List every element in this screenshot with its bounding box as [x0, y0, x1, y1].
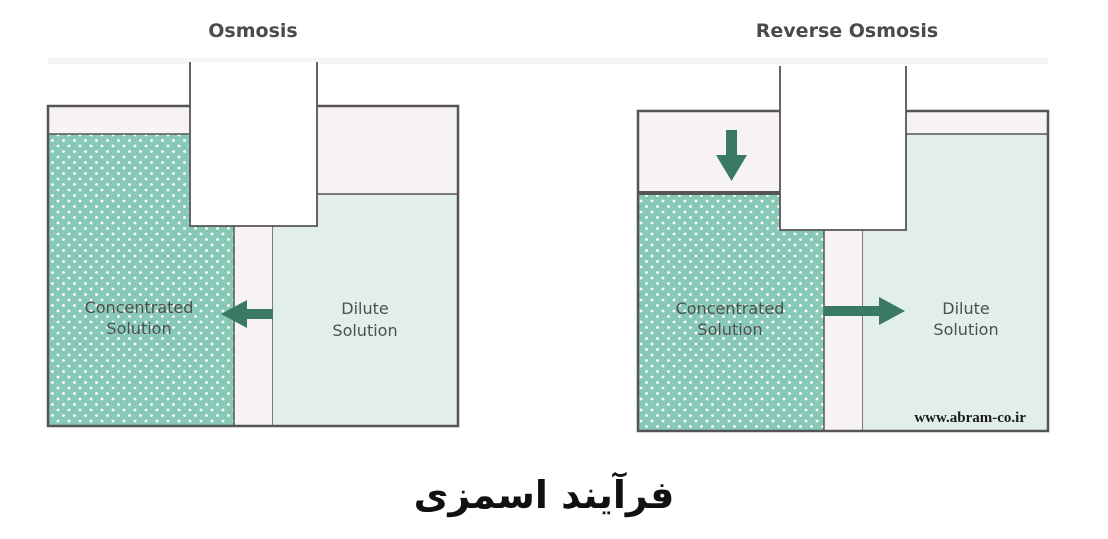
reverse-osmosis-dilute-label-1: Dilute: [942, 299, 989, 318]
reverse-osmosis-concentrated-label-2: Solution: [697, 320, 762, 339]
osmosis-dilute-label-1: Dilute: [341, 299, 388, 318]
reverse-osmosis-concentrated-label-1: Concentrated: [676, 299, 785, 318]
osmosis-panel: Osmosis Concentrated Solution Dilute Sol…: [46, 20, 460, 428]
background-band: [48, 58, 1048, 64]
reverse-osmosis-panel: Reverse Osmosis Concentrated Solution Di…: [636, 20, 1050, 433]
reverse-osmosis-title: Reverse Osmosis: [756, 20, 938, 42]
osmosis-title: Osmosis: [208, 20, 297, 42]
reverse-osmosis-pressure-plate: [638, 191, 824, 195]
osmosis-piston: [190, 62, 317, 226]
diagram-caption: فرآیند اسمزی: [414, 471, 675, 517]
osmosis-concentrated-label-1: Concentrated: [85, 298, 194, 317]
osmosis-dilute-solution: [273, 194, 458, 426]
osmosis-dilute-label-2: Solution: [332, 321, 397, 340]
osmosis-concentrated-label-2: Solution: [106, 319, 171, 338]
osmosis-flow-arrow-icon: [221, 300, 273, 328]
reverse-osmosis-flow-arrow-icon: [824, 297, 905, 325]
reverse-osmosis-particles: [638, 195, 824, 431]
pressure-arrow-down-icon: [716, 130, 747, 181]
reverse-osmosis-dilute-label-2: Solution: [933, 320, 998, 339]
reverse-osmosis-piston: [780, 66, 906, 230]
watermark-text: www.abram-co.ir: [914, 410, 1026, 426]
